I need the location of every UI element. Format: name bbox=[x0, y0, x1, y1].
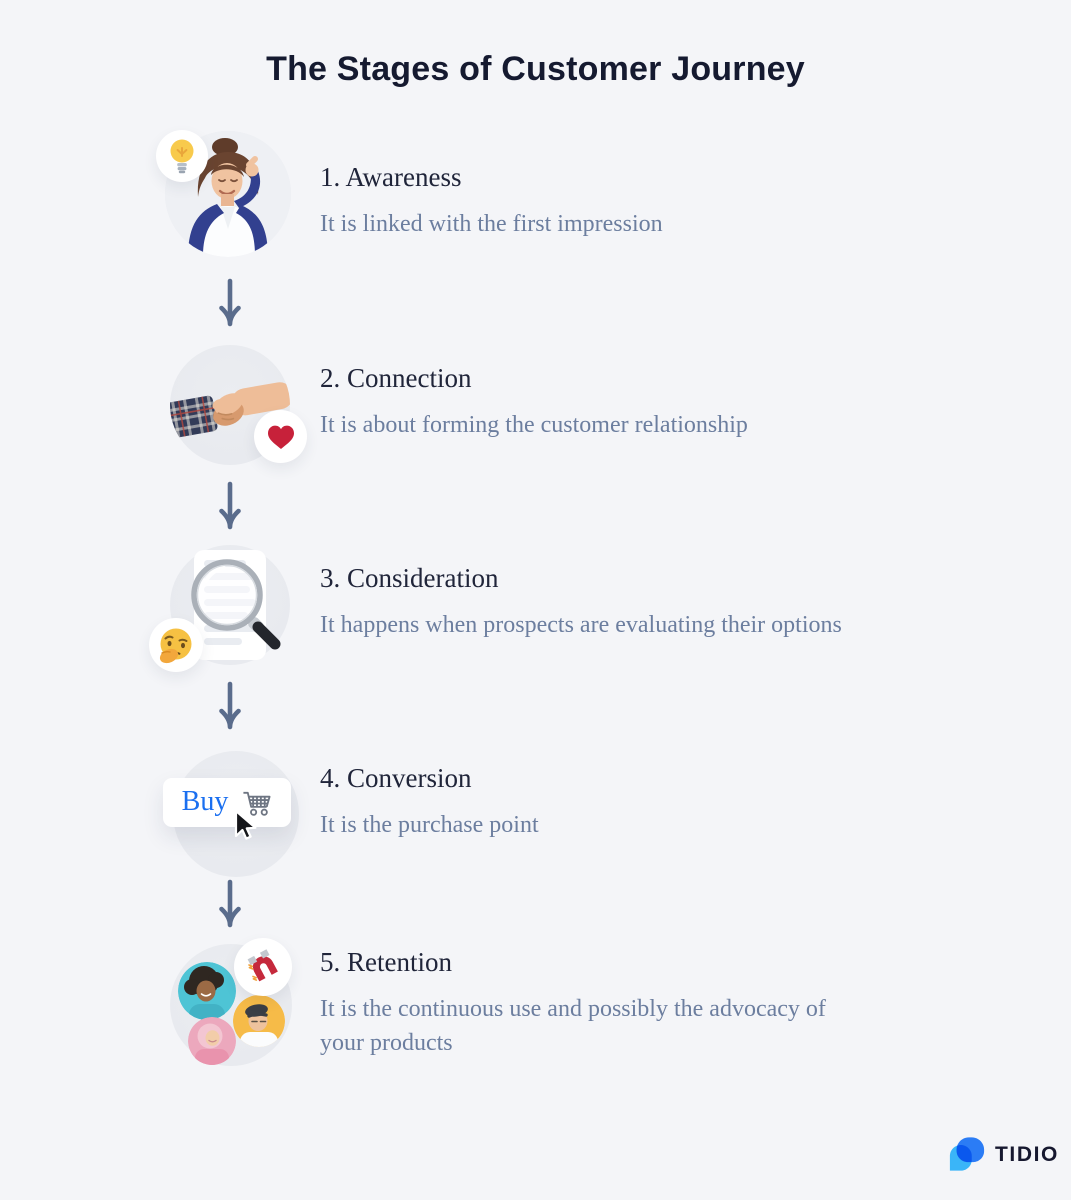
page-title: The Stages of Customer Journey bbox=[266, 50, 805, 88]
buy-button-label: Buy bbox=[181, 785, 229, 817]
stage-title-retention: 5. Retention bbox=[320, 947, 452, 977]
tidio-logo: TIDIO bbox=[948, 1136, 1059, 1173]
avatar-teal bbox=[178, 962, 236, 1020]
retention-graphic bbox=[170, 944, 292, 1066]
stage-title-consideration: 3. Consideration bbox=[320, 563, 499, 593]
lightbulb-icon bbox=[156, 130, 208, 182]
avatar-yellow bbox=[233, 995, 285, 1047]
magnifier-document-illustration bbox=[191, 550, 281, 660]
shopping-cart-icon bbox=[243, 791, 271, 816]
magnet-icon bbox=[234, 938, 292, 996]
connection-photo bbox=[170, 345, 290, 465]
down-arrow-icon bbox=[218, 481, 242, 533]
customer-avatars-illustration bbox=[178, 962, 285, 1065]
stage-retention: 5. Retention It is the continuous use an… bbox=[320, 945, 872, 1060]
heart-icon bbox=[254, 410, 307, 463]
down-arrow-icon bbox=[218, 681, 242, 733]
stage-title-connection: 2. Connection bbox=[320, 363, 472, 393]
stage-consideration: 3. Consideration It happens when prospec… bbox=[320, 561, 842, 642]
buy-button[interactable]: Buy bbox=[163, 778, 291, 827]
thinking-face-icon bbox=[149, 618, 203, 672]
stage-conversion: 4. Conversion It is the purchase point bbox=[320, 761, 539, 842]
stage-title-conversion: 4. Conversion bbox=[320, 763, 472, 793]
stage-title-awareness: 1. Awareness bbox=[320, 162, 462, 192]
avatar-pink bbox=[188, 1017, 236, 1065]
stage-description-consideration: It happens when prospects are evaluating… bbox=[320, 612, 842, 638]
stage-description-conversion: It is the purchase point bbox=[320, 812, 539, 838]
down-arrow-icon bbox=[218, 879, 242, 931]
stage-description-awareness: It is linked with the first impression bbox=[320, 211, 663, 237]
stage-description-retention: It is the continuous use and possibly th… bbox=[320, 996, 826, 1056]
stage-description-connection: It is about forming the customer relatio… bbox=[320, 412, 748, 438]
tidio-logo-text: TIDIO bbox=[995, 1143, 1059, 1166]
down-arrow-icon bbox=[218, 278, 242, 330]
cursor-arrow-icon bbox=[231, 808, 261, 847]
tidio-logo-icon bbox=[949, 1137, 985, 1171]
handshake-illustration bbox=[170, 382, 290, 439]
stage-connection: 2. Connection It is about forming the cu… bbox=[320, 361, 748, 442]
stage-awareness: 1. Awareness It is linked with the first… bbox=[320, 160, 663, 241]
